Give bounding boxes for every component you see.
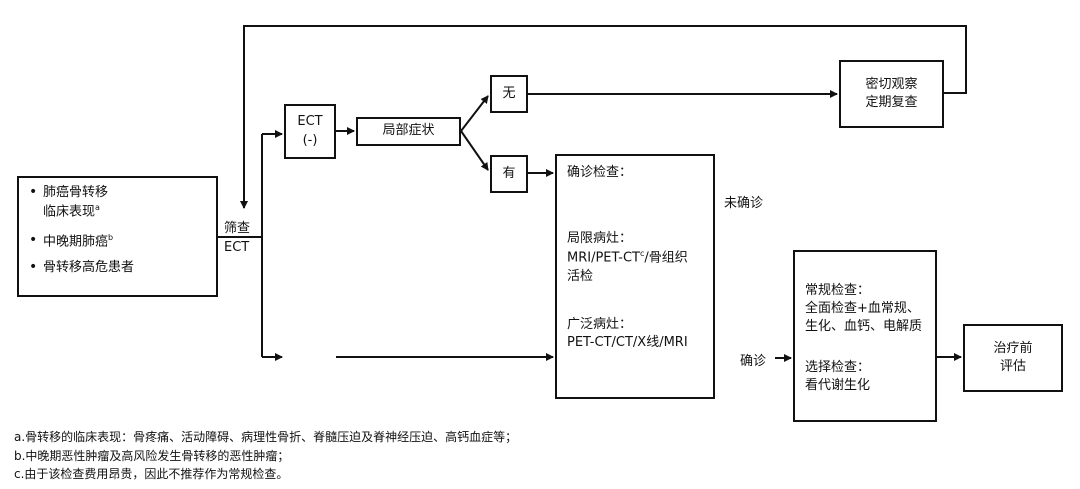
ect-negative-box: ECT (-) (284, 104, 336, 159)
footnote-c: c.由于该检查费用昂贵，因此不推荐作为常规检查。 (14, 467, 289, 482)
optional-exam-title: 选择检查： (805, 359, 871, 375)
no-box: 无 (490, 75, 528, 113)
wide-lesion-title: 广泛病灶： (567, 317, 633, 333)
patients-box: 肺癌骨转移 临床表现a 中晚期肺癌b 骨转移高危患者 (17, 176, 218, 297)
arrow-to-no (460, 95, 489, 132)
screening-ect-label: ECT (224, 240, 250, 255)
wide-lesion-exams: PET-CT/CT/X线/MRI (567, 335, 688, 351)
footnotes: a.骨转移的临床表现：骨疼痛、活动障碍、病理性骨折、脊髓压迫及脊神经压迫、高钙血… (14, 428, 517, 484)
observe-box: 密切观察 定期复查 (839, 60, 944, 128)
local-lesion-exams: MRI/PET-CTc/骨组织 (567, 249, 688, 266)
patient-item-bone-metastasis: 肺癌骨转移 临床表现a (29, 183, 208, 222)
yes-box: 有 (490, 155, 528, 193)
footnote-b: b.中晚期恶性肿瘤及高风险发生骨转移的恶性肿瘤； (14, 448, 290, 463)
local-symptoms-box: 局部症状 (356, 117, 461, 146)
confirmed-label: 确诊 (740, 354, 767, 369)
diagnostic-exam-box: 确诊检查： 局限病灶： MRI/PET-CTc/骨组织 活检 广泛病灶： PET… (555, 154, 715, 399)
pretreatment-checks-box: 常规检查： 全面检查+血常规、 生化、血钙、电解质 选择检查： 看代谢生化 (793, 250, 937, 422)
routine-exam-title: 常规检查： (805, 283, 871, 298)
pretreatment-evaluation-box: 治疗前 评估 (963, 324, 1063, 392)
arrow-to-yes (460, 130, 489, 171)
local-lesion-title: 局限病灶： (567, 231, 633, 247)
unconfirmed-label: 未确诊 (724, 196, 764, 211)
diagnostic-title: 确诊检查： (567, 165, 633, 180)
patient-item-advanced-lung-cancer: 中晚期肺癌b (29, 231, 208, 252)
patient-item-high-risk: 骨转移高危患者 (29, 258, 208, 278)
feedback-loop (240, 25, 967, 209)
screening-label: 筛查 (224, 221, 251, 236)
footnote-a: a.骨转移的临床表现：骨疼痛、活动障碍、病理性骨折、脊髓压迫及脊神经压迫、高钙血… (14, 430, 518, 444)
